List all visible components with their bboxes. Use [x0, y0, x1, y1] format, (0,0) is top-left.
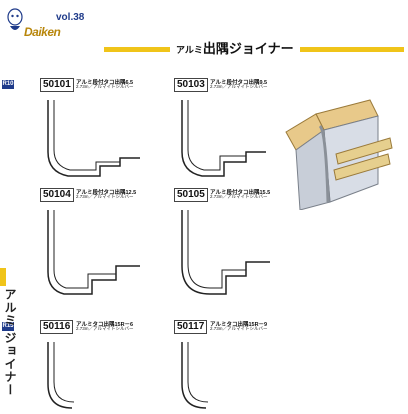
- product-name: アルミ段付タコ出隅6.5: [76, 80, 134, 86]
- category-side-band: アルミ ジョイナー: [0, 268, 18, 408]
- product-code: 50103: [174, 78, 208, 92]
- joiner-profile-drawing: [47, 100, 140, 177]
- mascot-icon: [7, 8, 23, 30]
- joiner-profile-drawing: [181, 342, 209, 409]
- product-code: 50105: [174, 188, 208, 202]
- product-code: 50117: [174, 320, 208, 334]
- product-name: アルミタコ出隅15R－6: [76, 322, 134, 328]
- joiner-profile-drawing: [181, 100, 266, 177]
- product-code: 50104: [40, 188, 74, 202]
- product-name: アルミ段付タコ出隅12.5: [76, 190, 137, 196]
- brand-wordmark: Daiken: [24, 25, 61, 39]
- page-title-main: 出隅ジョイナー: [202, 41, 294, 56]
- joiner-profile-drawing: [47, 342, 75, 409]
- brand-logo: vol.38 Daiken: [6, 8, 85, 39]
- page-title: アルミ出隅ジョイナー: [170, 40, 300, 59]
- category-side-label: アルミ ジョイナー: [2, 288, 19, 396]
- product-code: 50101: [40, 78, 74, 92]
- page-title-band: アルミ出隅ジョイナー: [104, 40, 404, 60]
- product-spec: 2.73m／アルマイトシルバー: [210, 194, 268, 199]
- joiner-profile-drawing: [47, 210, 140, 295]
- product-spec: 2.73m／アルマイトシルバー: [76, 194, 134, 199]
- product-name: アルミ段付タコ出隅9.5: [210, 80, 268, 86]
- volume-label: vol.38: [56, 12, 85, 23]
- installation-illustration: [278, 92, 396, 210]
- category-side-prefix: アルミ: [3, 288, 17, 327]
- product-spec: 2.73m／アルマイトシルバー: [210, 326, 268, 331]
- product-spec: 2.73m／アルマイトシルバー: [76, 84, 134, 89]
- product-name: アルミ段付タコ出隅15.5: [210, 190, 271, 196]
- product-name: アルミタコ出隅15R－9: [210, 322, 268, 328]
- product-code: 50116: [40, 320, 74, 334]
- section-tag-r10: R10: [2, 80, 14, 89]
- product-spec: 2.73m／アルマイトシルバー: [76, 326, 134, 331]
- joiner-profile-drawing: [181, 210, 270, 295]
- category-side-main: ジョイナー: [3, 331, 17, 397]
- page-title-prefix: アルミ: [176, 45, 203, 55]
- section-tag-r15: R15: [2, 322, 14, 331]
- product-spec: 2.73m／アルマイトシルバー: [210, 84, 268, 89]
- side-accent-bar: [0, 268, 6, 286]
